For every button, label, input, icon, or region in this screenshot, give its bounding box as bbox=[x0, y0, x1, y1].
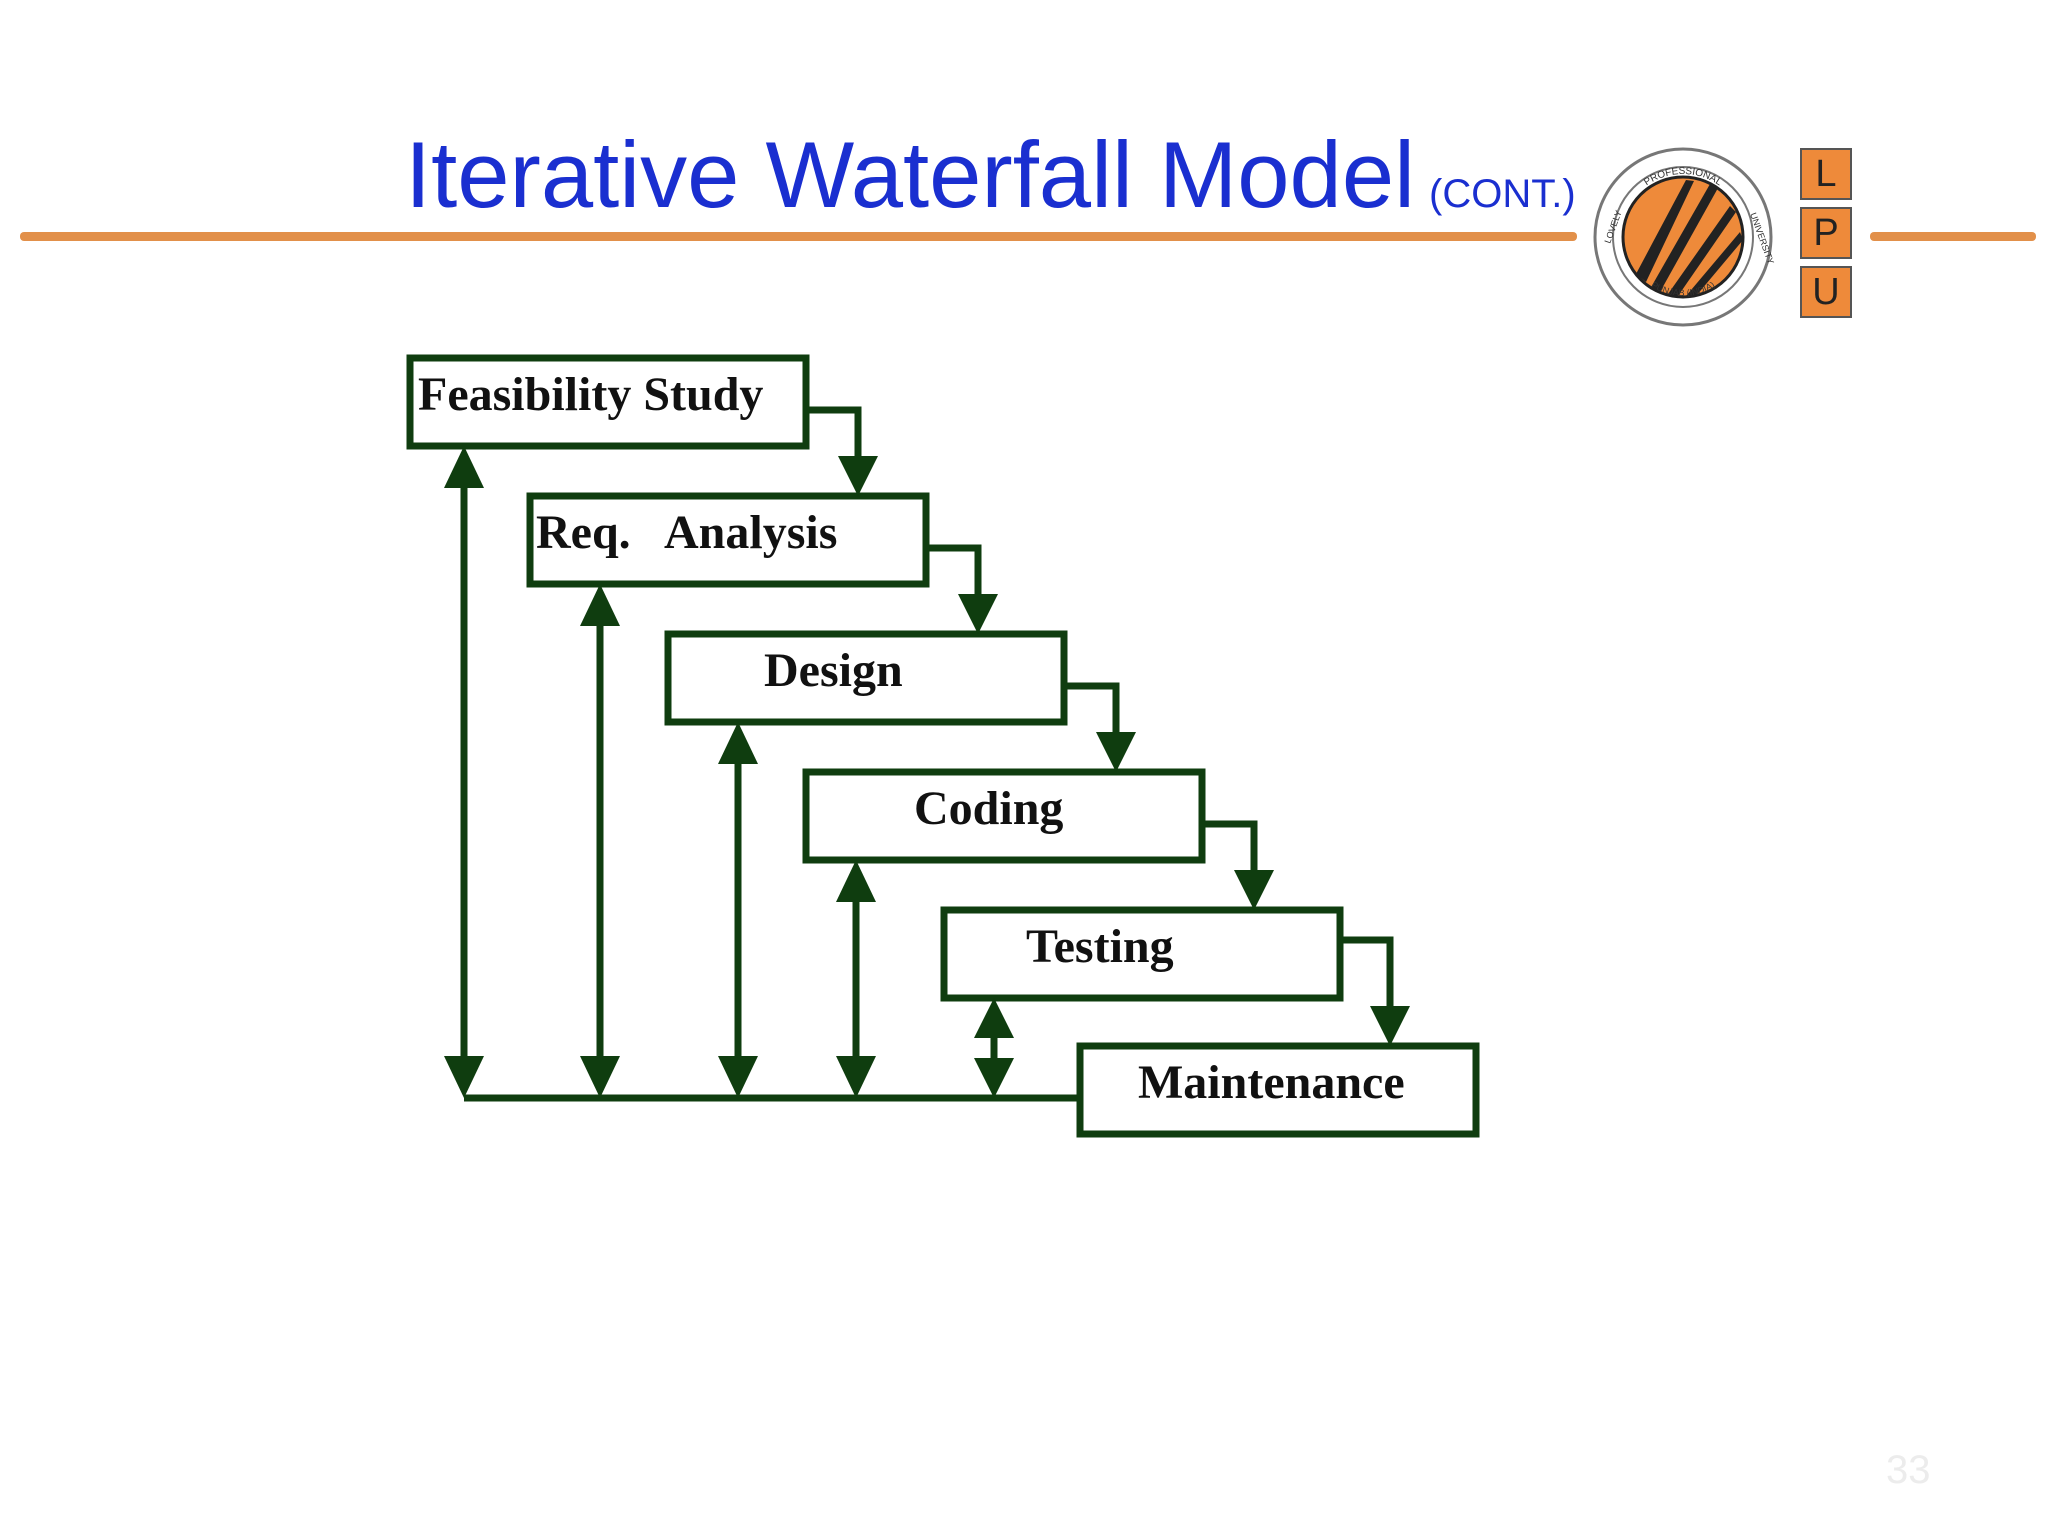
feedback-lines bbox=[460, 484, 1080, 1102]
arrowhead-down-maintenance bbox=[1370, 1006, 1410, 1046]
step-box-feasibility bbox=[406, 354, 810, 450]
arrowhead-down-testing bbox=[1234, 870, 1274, 910]
step-label-feasibility: Feasibility Study bbox=[418, 368, 763, 421]
step-label-coding: Coding bbox=[914, 782, 1063, 835]
arrowhead-up-feasibility bbox=[444, 446, 484, 488]
arrowhead-up-requirements bbox=[580, 584, 620, 626]
step-box-testing bbox=[940, 906, 1344, 1002]
lpu-letter-p: P bbox=[1800, 207, 1852, 259]
title-suffix: (CONT.) bbox=[1429, 172, 1576, 216]
lpu-logo: L P U bbox=[1800, 148, 1852, 325]
university-seal-icon: PROFESSIONAL LOVELY UNIVERSITY PUNJAB (I… bbox=[1593, 147, 1776, 327]
connector-coding-to-testing bbox=[1202, 820, 1258, 872]
step-label-requirements: Req. Analysis bbox=[536, 506, 837, 559]
arrowhead-up-testing bbox=[974, 998, 1014, 1038]
step-box-requirements bbox=[526, 492, 930, 588]
arrowhead-up-design bbox=[718, 722, 758, 764]
forward-connectors bbox=[806, 406, 1394, 1008]
connector-design-to-coding bbox=[1064, 682, 1120, 734]
step-boxes bbox=[406, 354, 1480, 1138]
step-box-design bbox=[664, 630, 1068, 726]
header-rule-right bbox=[1870, 232, 2036, 241]
step-label-testing: Testing bbox=[1026, 920, 1174, 973]
connector-testing-to-maintenance bbox=[1340, 936, 1394, 1008]
arrowhead-down-bus-5 bbox=[974, 1058, 1014, 1098]
step-label-design: Design bbox=[764, 644, 903, 697]
page-number: 33 bbox=[1886, 1448, 1931, 1492]
slide-title: Iterative Waterfall Model(CONT.) bbox=[405, 128, 1576, 222]
arrowhead-down-bus-2 bbox=[580, 1056, 620, 1098]
lpu-letter-u: U bbox=[1800, 266, 1852, 318]
step-box-maintenance bbox=[1076, 1042, 1480, 1138]
title-main: Iterative Waterfall Model bbox=[405, 122, 1415, 227]
forward-arrowheads bbox=[838, 456, 1410, 1046]
arrowhead-down-bus-1 bbox=[444, 1056, 484, 1098]
step-label-maintenance: Maintenance bbox=[1138, 1056, 1405, 1109]
arrowhead-down-bus-3 bbox=[718, 1056, 758, 1098]
header-rule-left bbox=[20, 232, 1577, 241]
connector-feasibility-to-req bbox=[806, 406, 862, 458]
arrowhead-down-req bbox=[838, 456, 878, 496]
connector-req-to-design bbox=[926, 544, 982, 596]
lpu-letter-l: L bbox=[1800, 148, 1852, 200]
arrowhead-up-coding bbox=[836, 860, 876, 902]
feedback-arrowheads bbox=[444, 446, 1014, 1098]
arrowhead-down-coding bbox=[1096, 732, 1136, 772]
arrowhead-down-bus-4 bbox=[836, 1056, 876, 1098]
arrowhead-down-design bbox=[958, 594, 998, 634]
step-box-coding bbox=[802, 768, 1206, 864]
step-labels: Feasibility Study Req. Analysis Design C… bbox=[418, 368, 1405, 1109]
